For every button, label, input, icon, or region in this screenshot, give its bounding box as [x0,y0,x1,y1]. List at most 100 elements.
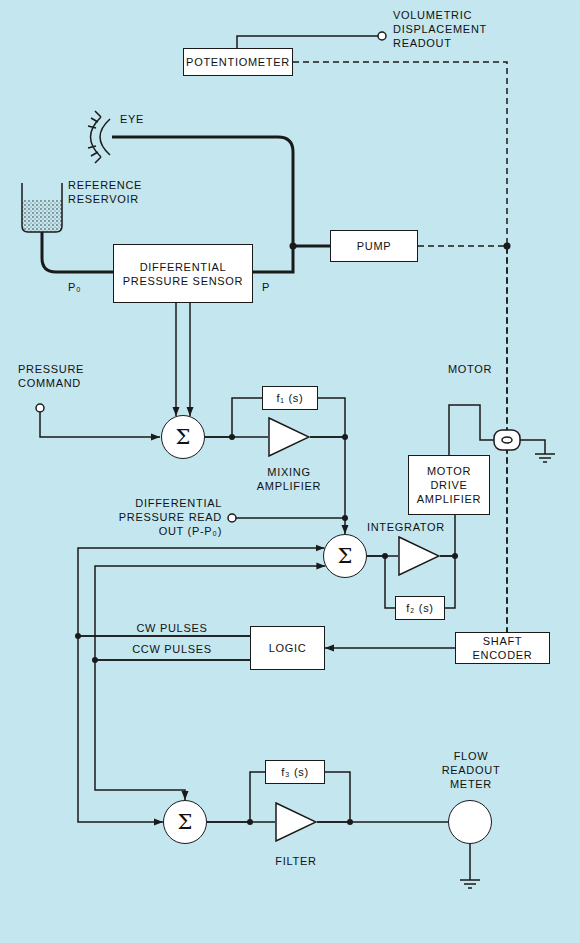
motor-drive-box: MOTOR DRIVE AMPLIFIER [408,455,490,515]
part-label: EYE [120,112,170,126]
node-text-holder: DIFFERENTIAL PRESSURE SENSOR [114,245,252,302]
signal-line [205,398,262,437]
node-text: FLOW READOUT METER [426,749,516,791]
node-text-holder: Σ [164,801,206,843]
readout-wire [236,517,345,519]
terminal [228,514,236,522]
junction-dot [75,633,81,639]
eye-tube [112,137,293,246]
junction-dot [504,243,511,250]
amplifier-outline [269,418,309,456]
signal-line [78,548,325,636]
junction-dot [452,553,458,559]
node-text: DIFFERENTIAL PRESSURE SENSOR [118,260,248,288]
sigma-symbol: Σ [338,544,353,568]
command-wire [40,412,160,437]
signal-line [95,566,325,660]
junction-dot [347,819,353,825]
signal-label: P [262,280,282,294]
transfer-function-box: f₃ (s) [265,760,325,784]
mechanical-link [293,62,507,632]
node-text: SHAFT ENCODER [460,634,545,662]
junction-dot [247,819,253,825]
ground-wire [520,440,555,462]
node-text: POTENTIOMETER [186,55,290,69]
pump-box: PUMP [330,230,418,262]
node-text-holder: Σ [324,535,366,577]
junction-dot [92,657,98,663]
part-label: MOTOR [448,362,508,376]
edge-label: CW PULSES [134,621,209,635]
junction-dot [229,434,235,440]
node-text: f₂ (s) [406,601,433,615]
node-text-holder: f₃ (s) [266,761,324,783]
amplifier-symbol [275,802,317,842]
eye-symbol [88,111,110,163]
signal-line [317,821,448,823]
signal-line [207,772,265,822]
node-text: MIXING AMPLIFIER [239,465,339,493]
part-label: REFERENCE RESERVOIR [68,178,168,206]
node-label-holder: FILTER [256,854,336,868]
motor-symbol [502,437,512,443]
sensor-box: DIFFERENTIAL PRESSURE SENSOR [113,244,253,303]
junction-dot [342,515,348,521]
signal-line [95,660,250,800]
readout-label: VOLUMETRIC DISPLACEMENT READOUT [393,8,503,50]
signal-line [175,303,177,416]
filter-triangle: FILTER [275,802,317,842]
ground-wire [460,844,480,888]
node-text: PUMP [357,239,392,253]
node-text-holder: f₂ (s) [396,597,444,619]
summing-junction: Σ [323,534,367,578]
encoder-box: SHAFT ENCODER [455,632,550,664]
summing-junction: Σ [161,415,205,459]
node-text-holder: PUMP [331,231,417,261]
input-label: PRESSURE COMMAND [18,362,128,390]
readout-wire [237,36,378,48]
node-label-holder: INTEGRATOR [360,520,445,534]
signal-line [367,556,395,608]
transfer-function-box: f₂ (s) [395,596,445,620]
node-text: MOTOR DRIVE AMPLIFIER [413,464,485,506]
logic-box: LOGIC [250,626,325,670]
node-text: FILTER [256,854,336,868]
reservoir-liquid [22,200,62,232]
amplifier-outline [276,803,316,841]
junction-dot [382,553,388,559]
reservoir-tube [42,232,113,272]
node-text: f₁ (s) [277,391,304,405]
potentiometer-box: POTENTIOMETER [183,48,293,76]
signal-line [78,636,250,822]
node-text-holder: MOTOR DRIVE AMPLIFIER [409,456,489,514]
amplifier-symbol [268,417,310,457]
signal-line [325,647,455,649]
amplifier-triangle: MIXING AMPLIFIER [268,417,310,457]
node-text-holder: Σ [162,416,204,458]
reservoir-vessel [22,183,62,232]
node-text-holder: SHAFT ENCODER [456,633,549,663]
node-text: LOGIC [269,641,307,655]
node-text: INTEGRATOR [360,520,445,534]
junction-dot [290,243,297,250]
node-text-holder: f₁ (s) [263,387,317,409]
terminal [378,32,386,40]
signal-line [253,246,330,272]
node-label-holder: FLOW READOUT METER [426,749,516,791]
amplifier-outline [399,537,439,575]
node-text-holder: POTENTIOMETER [184,49,292,75]
meter-circle: FLOW READOUT METER [448,800,492,844]
signal-line [189,303,191,416]
node-label-holder: MIXING AMPLIFIER [239,465,339,493]
motor-wire [449,405,494,455]
summing-junction: Σ [163,800,207,844]
integrator-triangle: INTEGRATOR [398,536,440,576]
motor-symbol [494,430,520,450]
sigma-symbol: Σ [176,425,191,449]
amplifier-symbol [398,536,440,576]
signal-label: P₀ [68,280,98,294]
node-text: f₃ (s) [281,765,309,779]
readout-label: DIFFERENTIAL PRESSURE READ OUT (P-P₀) [102,496,222,538]
node-text-holder: LOGIC [251,627,324,669]
